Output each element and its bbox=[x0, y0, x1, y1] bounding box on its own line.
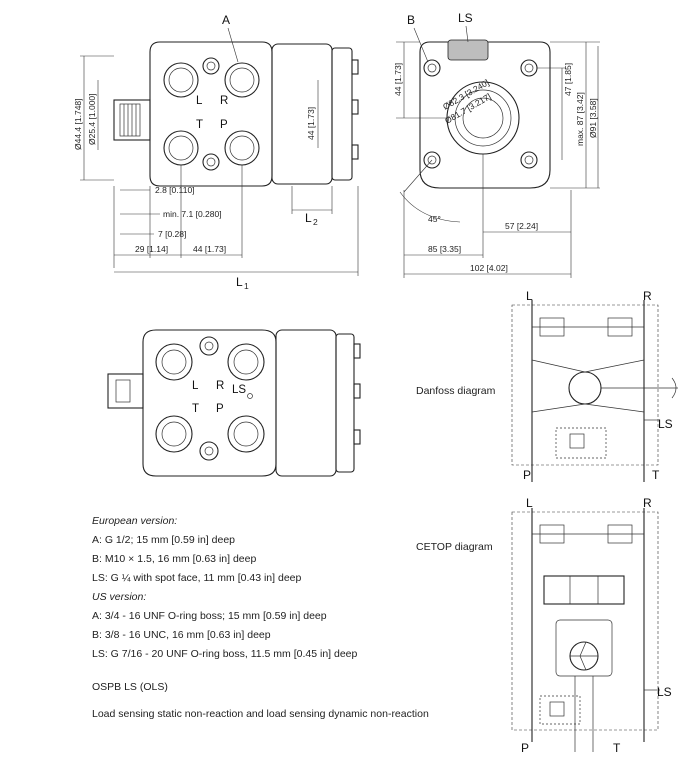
mid-port-label-LS: LS bbox=[232, 384, 246, 396]
danfoss-port-R: R bbox=[643, 289, 652, 303]
dim-diameter-44: Ø44.4 [1.748] bbox=[73, 98, 83, 150]
callout-A: A bbox=[222, 13, 230, 27]
dim-L2-subscript: 2 bbox=[313, 217, 318, 227]
danfoss-port-P: P bbox=[523, 468, 531, 482]
eu-spec-B: B: M10 × 1.5, 16 mm [0.63 in] deep bbox=[92, 553, 257, 565]
model-description: Load sensing static non-reaction and loa… bbox=[92, 708, 429, 720]
danfoss-port-LS: LS bbox=[658, 417, 673, 431]
port-label-P: P bbox=[220, 119, 228, 131]
dim-2-8: 2.8 [0.110] bbox=[155, 185, 195, 195]
mid-port-label-T: T bbox=[192, 403, 199, 415]
port-specification-notes: European version: A: G 1/2; 15 mm [0.59 … bbox=[92, 512, 492, 724]
top-right-end-view: B LS Ø82.3 [3.240] Ø81.7 [3.217] 44 [1.7… bbox=[393, 11, 600, 278]
port-label-L: L bbox=[196, 95, 203, 107]
us-version-heading: US version: bbox=[92, 591, 147, 603]
mid-port-label-P: P bbox=[216, 403, 224, 415]
danfoss-diagram-label: Danfoss diagram bbox=[416, 385, 496, 397]
dim-47: 47 [1.85] bbox=[563, 63, 573, 96]
middle-side-view: L R LS T P bbox=[107, 329, 361, 477]
callout-LS: LS bbox=[458, 11, 473, 25]
mid-port-label-R: R bbox=[216, 380, 224, 392]
ls-port-boss bbox=[447, 39, 489, 61]
dim-L2: L bbox=[305, 211, 312, 225]
dim-angle-45: 45° bbox=[428, 214, 441, 224]
dim-diameter-91: Ø91 [3.58] bbox=[588, 98, 598, 138]
cetop-port-P: P bbox=[521, 741, 529, 755]
dim-min-7-1: min. 7.1 [0.280] bbox=[163, 209, 222, 219]
dim-max-87: max. 87 [3.42] bbox=[575, 92, 585, 146]
model-name: OSPB LS (OLS) bbox=[92, 681, 168, 693]
dim-29: 29 [1.14] bbox=[135, 244, 168, 254]
dim-L1-subscript: 1 bbox=[244, 281, 249, 291]
dim-7: 7 [0.28] bbox=[158, 229, 186, 239]
danfoss-port-L: L bbox=[526, 289, 533, 303]
dim-57: 57 [2.24] bbox=[505, 221, 538, 231]
dim-102: 102 [4.02] bbox=[470, 263, 508, 273]
dim-44-vertical: 44 [1.73] bbox=[393, 63, 403, 96]
european-version-heading: European version: bbox=[92, 515, 178, 527]
cetop-port-R: R bbox=[643, 496, 652, 510]
cetop-port-T: T bbox=[613, 741, 621, 755]
danfoss-port-T: T bbox=[652, 468, 660, 482]
eu-spec-LS: LS: G ¼ with spot face, 11 mm [0.43 in] … bbox=[92, 572, 302, 584]
cetop-diagram: L R LS P T CETOP diagram bbox=[416, 496, 672, 755]
cetop-port-LS: LS bbox=[657, 685, 672, 699]
top-left-side-view: L R T P A Ø44.4 [1.748] Ø25.4 [1.000] 44… bbox=[73, 13, 359, 291]
port-label-R: R bbox=[220, 95, 228, 107]
port-label-T: T bbox=[196, 119, 203, 131]
us-spec-A: A: 3/4 - 16 UNF O-ring boss; 15 mm [0.59… bbox=[92, 610, 327, 622]
dim-44-horizontal: 44 [1.73] bbox=[193, 244, 226, 254]
mid-port-label-L: L bbox=[192, 380, 199, 392]
us-spec-B: B: 3/8 - 16 UNC, 16 mm [0.63 in] deep bbox=[92, 629, 271, 641]
dim-port-spacing-vertical: 44 [1.73] bbox=[306, 107, 316, 140]
cetop-diagram-label: CETOP diagram bbox=[416, 541, 493, 553]
callout-B: B bbox=[407, 13, 415, 27]
dim-diameter-25: Ø25.4 [1.000] bbox=[87, 93, 97, 145]
dim-85: 85 [3.35] bbox=[428, 244, 461, 254]
danfoss-diagram: L R LS P T Danfoss diagram bbox=[416, 289, 678, 482]
cetop-port-L: L bbox=[526, 496, 533, 510]
eu-spec-A: A: G 1/2; 15 mm [0.59 in] deep bbox=[92, 534, 235, 546]
dim-L1: L bbox=[236, 275, 243, 289]
us-spec-LS: LS: G 7/16 - 20 UNF O-ring boss, 11.5 mm… bbox=[92, 648, 358, 660]
